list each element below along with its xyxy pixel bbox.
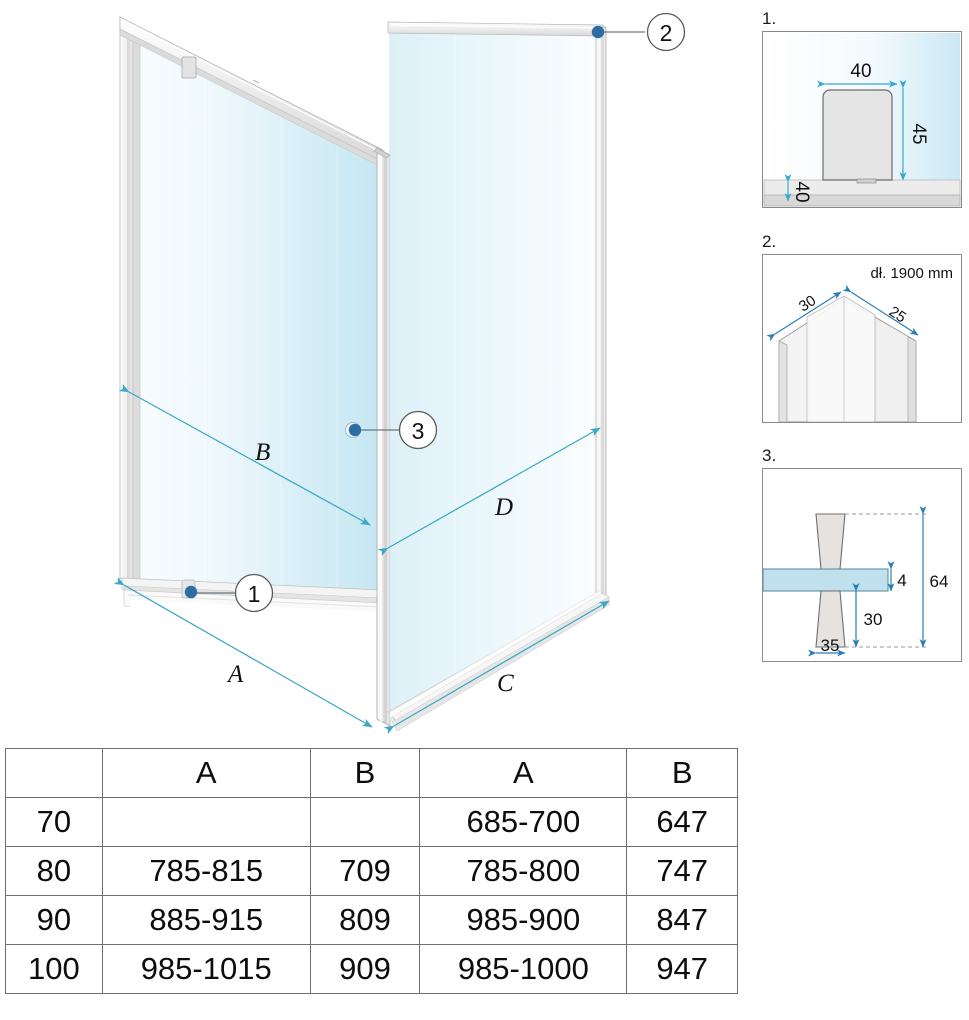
table-cell: 70 [5, 797, 103, 847]
table-row: 70 685-700 647 [5, 797, 738, 847]
callout-circle-3 [398, 410, 438, 450]
table-cell: 847 [626, 895, 738, 945]
table-header-cell-3: A [419, 748, 628, 798]
table-cell: 785-800 [419, 846, 628, 896]
callout-dot-3 [348, 423, 362, 437]
dimension-line-A [113, 576, 373, 728]
detail-panel-3: 3. 64 [762, 447, 962, 662]
table-cell: 747 [626, 846, 738, 896]
dim-label-A: A [226, 661, 244, 688]
hinge-body [822, 89, 893, 181]
callout-3: 3 [345, 410, 438, 450]
detail-1-dim-45: 45 [908, 123, 929, 144]
table-row: 90 885-915 809 985-900 847 [5, 895, 738, 945]
table-cell [309, 797, 421, 847]
detail-panel-1: 1. [762, 10, 962, 208]
dimension-line-C [383, 600, 610, 735]
shower-enclosure-drawing: B A D C 1 2 3 [113, 12, 686, 735]
table-cell: 647 [626, 797, 738, 847]
table-cell: 909 [309, 944, 421, 994]
table-cell: 80 [5, 846, 103, 896]
detail-panel-2: 2. [762, 233, 962, 423]
dimension-line-B [118, 383, 371, 526]
right-top-rail [387, 21, 604, 37]
left-vertical-post [119, 16, 141, 589]
detail-1-dim-40-bottom: 40 [791, 181, 812, 202]
table-cell: 985-1000 [419, 944, 628, 994]
table-row: 80 785-815 709 785-800 747 [5, 846, 738, 896]
detail-2-figure: 30 25 dł. 1900 mm [762, 254, 962, 423]
detail-1-figure: 40 45 40 [762, 31, 962, 208]
table-cell: 985-1015 [101, 944, 311, 994]
dim-label-D: D [494, 494, 513, 521]
table-cell: 809 [309, 895, 421, 945]
table-header-cell-4: B [626, 748, 738, 798]
detail-3-dim-64: 64 [930, 572, 949, 591]
table-cell: 985-900 [419, 895, 628, 945]
detail-2-length-note: dł. 1900 mm [870, 265, 953, 282]
table-cell: 947 [626, 944, 738, 994]
dimension-line-D [377, 427, 601, 557]
knob-upper [815, 513, 846, 570]
callout-circle-2 [646, 12, 686, 52]
callout-label-3: 3 [412, 418, 425, 444]
table-header-cell-2: B [309, 748, 421, 798]
left-glass-panel [131, 29, 380, 593]
table-cell: 709 [309, 846, 421, 896]
glass-bar [763, 568, 889, 592]
detail-2-dim-25: 25 [886, 303, 909, 326]
detail-3-dim-4: 4 [897, 571, 906, 590]
table-header-cell-1: A [101, 748, 311, 798]
table-cell: 785-815 [101, 846, 311, 896]
detail-3-dim-30: 30 [864, 610, 883, 629]
detail-2-dim-30: 30 [796, 292, 819, 315]
callout-dot-2 [591, 25, 605, 39]
table-cell: 90 [5, 895, 103, 945]
table-row: 100 985-1015 909 985-1000 947 [5, 944, 738, 994]
detail-1-dim-40-top: 40 [850, 61, 871, 82]
table-header-row: A B A B [5, 748, 738, 798]
dim-label-B: B [255, 439, 270, 466]
dimension-arrows [113, 383, 610, 735]
detail-3-dim-35: 35 [821, 636, 840, 655]
detail-2-number: 2. [762, 232, 777, 251]
detail-3-number: 3. [762, 446, 777, 465]
size-specification-table: A B A B 70 685-700 647 80 785-815 709 78… [5, 748, 738, 994]
callout-2: 2 [591, 12, 686, 52]
callout-label-1: 1 [248, 581, 261, 607]
callout-circle-1 [234, 573, 274, 613]
table-header-cell-0 [5, 748, 103, 798]
dim-label-C: C [497, 670, 514, 697]
table-cell [101, 797, 311, 847]
right-vertical-post [595, 26, 607, 597]
callout-label-2: 2 [660, 20, 673, 46]
detail-3-figure: 64 4 30 35 [762, 468, 962, 662]
table-cell: 100 [5, 944, 103, 994]
table-cell: 885-915 [101, 895, 311, 945]
dimension-letters: B A D C [226, 439, 514, 697]
table-cell: 685-700 [419, 797, 628, 847]
callout-1: 1 [181, 573, 274, 613]
callout-dot-1 [184, 585, 198, 599]
detail-1-number: 1. [762, 9, 777, 28]
